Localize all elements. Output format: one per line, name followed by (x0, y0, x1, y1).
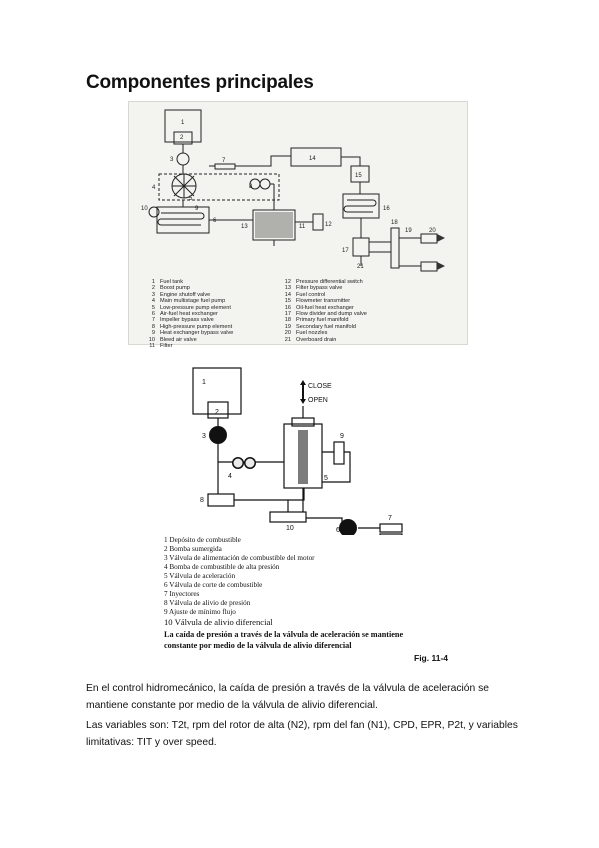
svg-text:4: 4 (228, 473, 232, 480)
hydromechanical-control-figure: 1 2 3 4 5 6 7 8 9 10 CLOSE OPEN 1 Depósito de … (158, 360, 458, 670)
legend-item: 8 Válvula de alivio de presión (164, 599, 251, 607)
figure2-number: Fig. 11-4 (414, 653, 449, 663)
impeller-bypass-valve (214, 163, 236, 170)
svg-text:14: 14 (309, 156, 316, 162)
svg-text:10: 10 (286, 525, 294, 532)
legend-item: 2 Bomba sumergida (164, 545, 222, 553)
legend-item: 1 Depósito de combustible (164, 536, 241, 544)
shutoff-valve (176, 152, 190, 166)
differential-relief-valve (269, 511, 307, 523)
paragraph-variables: Las variables son: T2t, rpm del rotor de… (86, 720, 518, 748)
fuel-feed-valve (209, 426, 227, 444)
page-title: Componentes principales (86, 72, 314, 93)
svg-text:17: 17 (342, 248, 349, 254)
fuel-cutoff-valve (339, 519, 357, 535)
open-label: OPEN (308, 397, 328, 404)
legend-item: 3 Válvula de alimentación de combustible… (164, 554, 315, 562)
pressure-relief-valve (207, 493, 235, 507)
flow-divider (352, 237, 370, 257)
svg-text:9: 9 (195, 206, 199, 212)
pressure-switch (312, 213, 324, 231)
figure2-legend: 1 Depósito de combustible 2 Bomba sumerg… (164, 536, 315, 627)
fuel-control (290, 147, 342, 167)
svg-text:1: 1 (202, 379, 206, 386)
legend-item: 10 Válvula de alivio diferencial (164, 617, 273, 627)
fuel-manifolds (390, 227, 400, 269)
svg-text:9: 9 (340, 433, 344, 440)
svg-text:21: 21 (357, 264, 364, 270)
svg-text:19: 19 (405, 228, 412, 234)
fuel-tank (192, 367, 242, 415)
fuel-tank (164, 109, 202, 143)
svg-text:6: 6 (213, 218, 217, 224)
legend-item: 7 Inyectores (164, 590, 200, 598)
svg-text:4: 4 (152, 185, 156, 191)
main-pump-box (158, 173, 280, 201)
svg-text:1: 1 (181, 120, 185, 126)
figure2-caption: La caída de presión a través de la válvu… (164, 630, 404, 650)
close-label: CLOSE (308, 383, 332, 390)
svg-text:15: 15 (355, 173, 362, 179)
minimum-flow-adjust (333, 441, 345, 465)
svg-text:11: 11 (299, 224, 306, 230)
svg-text:3: 3 (202, 433, 206, 440)
legend-item: 6 Válvula de corte de combustible (164, 581, 263, 589)
svg-text:3: 3 (170, 157, 174, 163)
svg-text:5: 5 (324, 475, 328, 482)
paragraph-hydromechanical: En el control hidromecánico, la caída de… (86, 683, 489, 711)
bleed-air-valve (148, 206, 160, 218)
legend-item: 9 Ajuste de mínimo flujo (164, 608, 236, 616)
air-fuel-heat-exchanger (156, 206, 210, 234)
svg-text:16: 16 (383, 206, 390, 212)
svg-text:2: 2 (215, 409, 219, 416)
svg-text:2: 2 (180, 135, 184, 141)
svg-text:7: 7 (388, 515, 392, 522)
svg-text:8: 8 (249, 184, 253, 190)
svg-text:20: 20 (429, 228, 436, 234)
svg-text:5: 5 (189, 196, 193, 202)
svg-text:8: 8 (200, 497, 204, 504)
hydromechanical-schematic: 1 2 3 4 5 6 7 8 9 10 CLOSE OPEN (192, 367, 403, 535)
legend-item: 5 Válvula de aceleración (164, 572, 236, 580)
legend-item: 4 Bomba de combustible de alta presión (164, 563, 280, 571)
svg-text:6: 6 (336, 527, 340, 534)
svg-text:7: 7 (222, 158, 226, 164)
svg-text:12: 12 (325, 222, 332, 228)
svg-text:10: 10 (141, 206, 148, 212)
svg-text:18: 18 (391, 220, 398, 226)
svg-text:13: 13 (241, 224, 248, 230)
